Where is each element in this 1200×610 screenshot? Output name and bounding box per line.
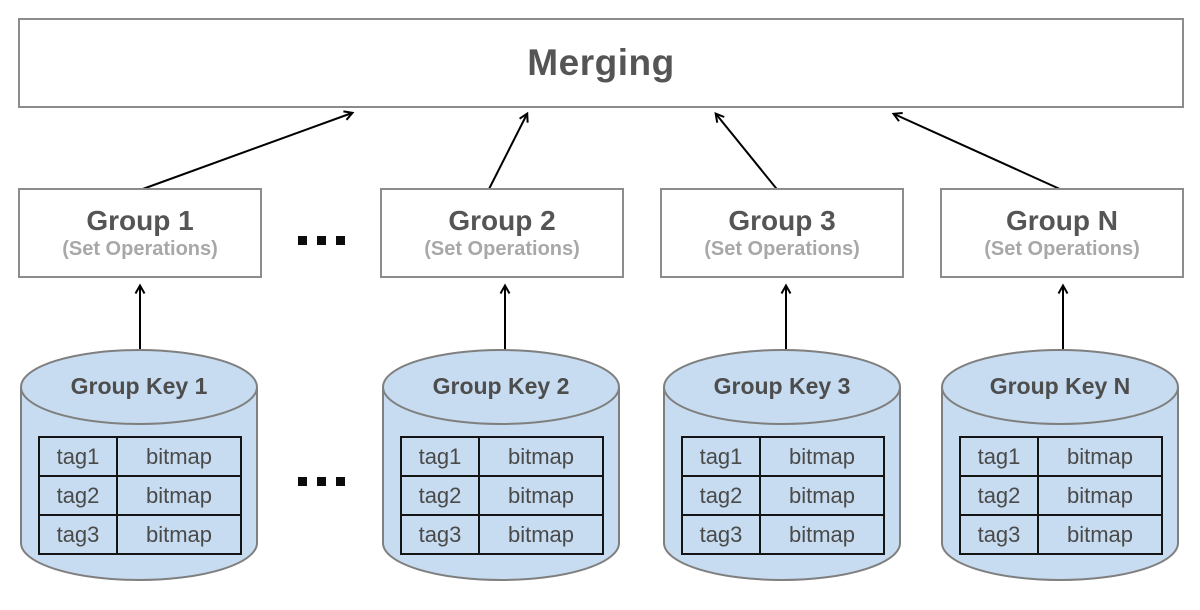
ellipsis-dots-stores bbox=[298, 477, 345, 486]
tag-cell: tag1 bbox=[959, 436, 1039, 477]
group-box-2: Group 2 (Set Operations) bbox=[380, 188, 624, 278]
group-subtitle: (Set Operations) bbox=[62, 237, 218, 260]
tag-cell: tag3 bbox=[400, 514, 480, 555]
ellipsis-dots-groups bbox=[298, 236, 345, 245]
bitmap-cell: bitmap bbox=[759, 475, 885, 516]
group-title: Group 1 bbox=[86, 205, 194, 237]
datastore-title: Group Key 3 bbox=[713, 373, 851, 399]
tag-cell: tag2 bbox=[959, 475, 1039, 516]
tag-cell: tag2 bbox=[38, 475, 118, 516]
group-subtitle: (Set Operations) bbox=[704, 237, 860, 260]
tag-cell: tag2 bbox=[681, 475, 761, 516]
arrow-group1-to-merging bbox=[139, 110, 355, 191]
group-box-n: Group N (Set Operations) bbox=[940, 188, 1184, 278]
bitmap-cell: bitmap bbox=[478, 436, 604, 477]
bitmap-cell: bitmap bbox=[116, 475, 242, 516]
tag-cell: tag3 bbox=[681, 514, 761, 555]
group-box-3: Group 3 (Set Operations) bbox=[660, 188, 904, 278]
merging-box: Merging bbox=[18, 18, 1184, 108]
tag-cell: tag1 bbox=[400, 436, 480, 477]
group-title: Group 2 bbox=[448, 205, 556, 237]
datastore-title: Group Key 2 bbox=[432, 373, 570, 399]
arrow-group2-to-merging bbox=[487, 111, 529, 192]
tag-cell: tag3 bbox=[959, 514, 1039, 555]
bitmap-cell: bitmap bbox=[478, 514, 604, 555]
group-subtitle: (Set Operations) bbox=[984, 237, 1140, 260]
tag-cell: tag1 bbox=[38, 436, 118, 477]
bitmap-cell: bitmap bbox=[1037, 514, 1163, 555]
group-box-1: Group 1 (Set Operations) bbox=[18, 188, 262, 278]
bitmap-cell: bitmap bbox=[478, 475, 604, 516]
arrow-groupN-to-merging bbox=[891, 111, 1063, 191]
merging-title: Merging bbox=[527, 42, 675, 83]
bitmap-cell: bitmap bbox=[759, 436, 885, 477]
tag-cell: tag2 bbox=[400, 475, 480, 516]
group-title: Group N bbox=[1006, 205, 1118, 237]
datastore-title: Group Key 1 bbox=[70, 373, 208, 399]
bitmap-cell: bitmap bbox=[1037, 475, 1163, 516]
group-title: Group 3 bbox=[728, 205, 836, 237]
tag-cell: tag1 bbox=[681, 436, 761, 477]
bitmap-cell: bitmap bbox=[1037, 436, 1163, 477]
arrow-group3-to-merging bbox=[714, 112, 781, 194]
bitmap-cell: bitmap bbox=[759, 514, 885, 555]
bitmap-cell: bitmap bbox=[116, 436, 242, 477]
bitmap-cell: bitmap bbox=[116, 514, 242, 555]
tag-cell: tag3 bbox=[38, 514, 118, 555]
datastore-title: Group Key N bbox=[989, 373, 1131, 399]
group-subtitle: (Set Operations) bbox=[424, 237, 580, 260]
